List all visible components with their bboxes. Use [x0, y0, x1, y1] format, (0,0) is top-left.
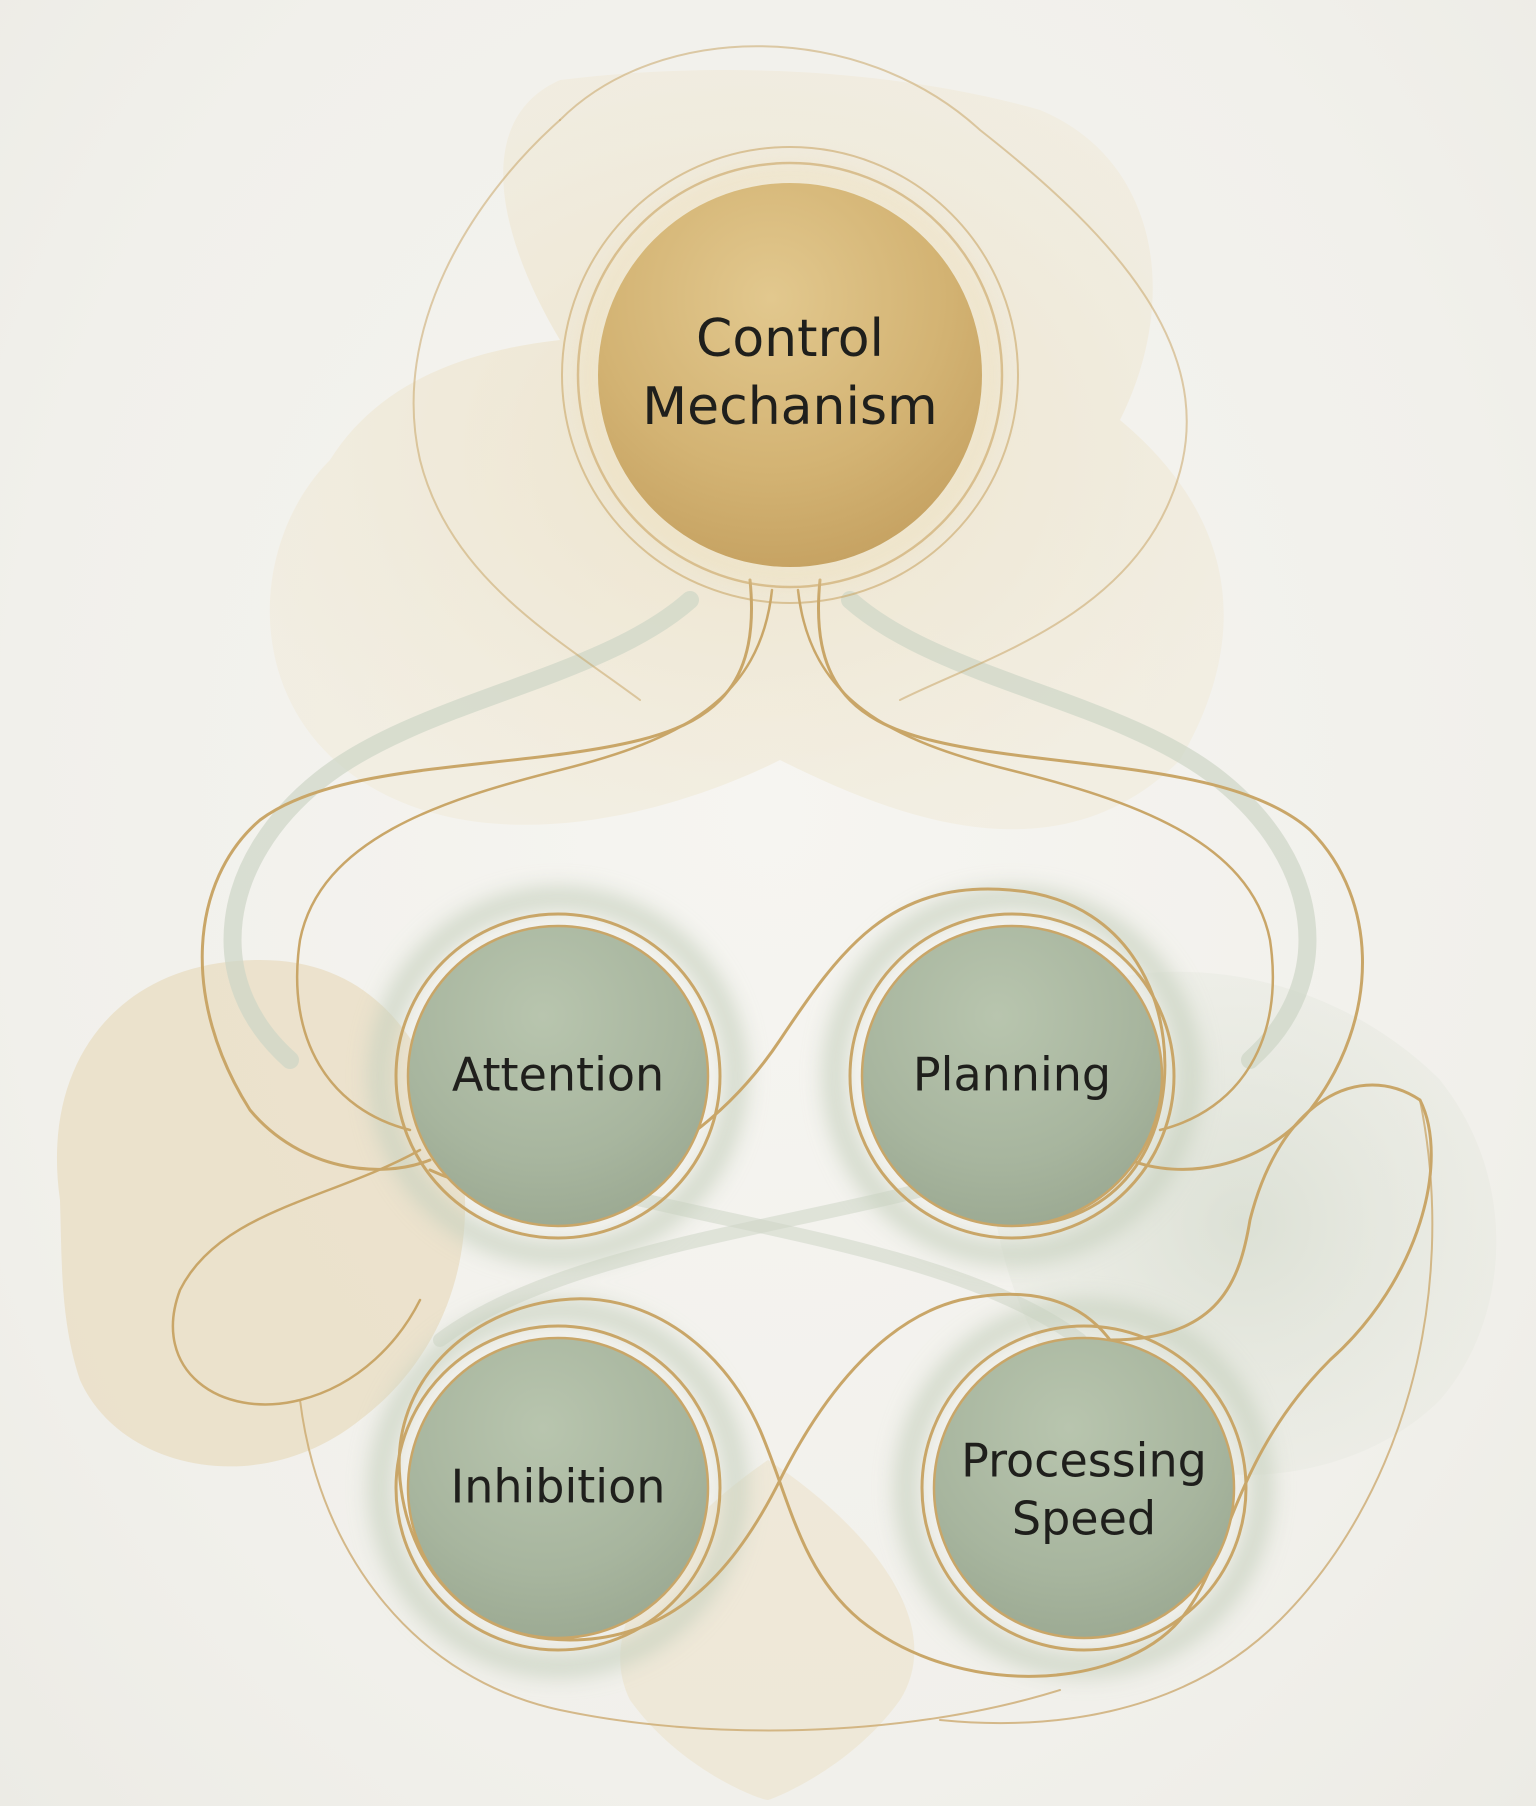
halo-planning: [823, 887, 1201, 1265]
attention-label: Attention: [452, 1048, 664, 1102]
attention-ring: [394, 912, 722, 1240]
control-to-planning-inner: [796, 588, 1275, 1132]
planning-circle: [860, 924, 1164, 1228]
planning-label: Planning: [913, 1048, 1111, 1102]
planning-node[interactable]: Planning: [848, 912, 1176, 1240]
inhibition-ring: [394, 1324, 722, 1652]
control-ring-outer: [561, 146, 1019, 604]
halo-inhibition: [369, 1299, 747, 1677]
gold-left-blob: [56, 960, 466, 1467]
processing-circle: [932, 1336, 1236, 1640]
attention-node[interactable]: Attention: [394, 912, 722, 1240]
planning-ring: [848, 912, 1176, 1240]
outer-gold-ring-left: [412, 119, 641, 701]
right-lower-arc: [939, 1099, 1434, 1725]
inhibition-node[interactable]: Inhibition: [394, 1324, 722, 1652]
left-outer-arc: [171, 1148, 422, 1406]
control-ring-mid: [576, 161, 1004, 589]
halo-processing: [895, 1299, 1273, 1677]
processing-ring: [920, 1324, 1248, 1652]
processing-label-line1: Processing: [961, 1434, 1207, 1488]
bottom-long-arc: [299, 1399, 1061, 1732]
processing-speed-node[interactable]: Processing Speed: [920, 1324, 1248, 1652]
processing-label-line2: Speed: [1012, 1492, 1156, 1546]
inhibition-circle: [406, 1336, 710, 1640]
control-node-label-line2: Mechanism: [642, 377, 937, 437]
control-node-circle: [598, 183, 982, 567]
attention-circle: [406, 924, 710, 1228]
control-node-rings: [561, 146, 1019, 604]
outer-gold-ring: [559, 45, 1188, 701]
control-to-attention-inner: [295, 588, 774, 1132]
control-ring-glow: [582, 167, 998, 583]
node-halos: [369, 887, 1273, 1677]
halo-attention: [369, 887, 747, 1265]
inhibition-label: Inhibition: [451, 1460, 666, 1514]
control-mechanism-node[interactable]: Control Mechanism: [598, 183, 982, 567]
sage-flow-right: [841, 591, 1317, 1069]
control-node-label-line1: Control: [696, 309, 884, 369]
